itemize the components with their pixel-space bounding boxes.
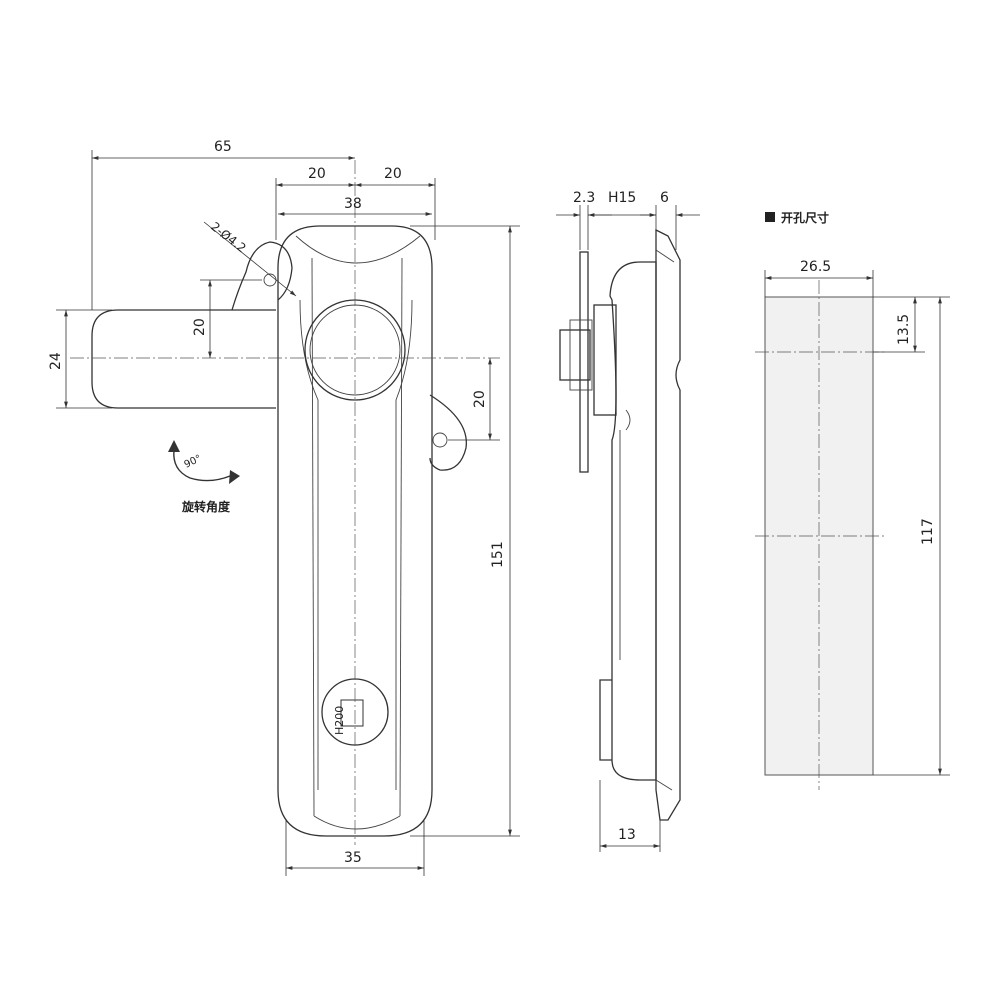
dim-bar-height: 24 [48, 352, 64, 370]
handle-top-cap [295, 235, 421, 264]
handle-inner-left [311, 257, 315, 817]
dim-left-half: 20 [308, 166, 326, 182]
handle-body [277, 225, 433, 837]
dim-lower-hole-offset: 20 [472, 390, 488, 408]
dim-pivot-offset: 20 [192, 318, 208, 336]
side-view: 2.3 H15 6 13 [556, 190, 700, 852]
dim-cutout-width: 26.5 [800, 259, 831, 275]
keyway [340, 699, 364, 727]
side-body [599, 261, 657, 781]
rotation-angle: 90° [183, 453, 204, 470]
lower-mount-hole [432, 432, 448, 448]
side-stem [559, 329, 591, 381]
side-cap [655, 228, 681, 821]
handle-bevel-left [299, 299, 319, 790]
rotation-caption: 旋转角度 [181, 499, 231, 514]
dim-plate-thickness: 2.3 [573, 190, 595, 206]
cutout-legend-square [765, 212, 775, 222]
handle-bevel-right [395, 299, 413, 790]
side-stem-inner [569, 319, 593, 391]
rotation-arrow [173, 449, 231, 482]
side-plate [579, 251, 589, 473]
dim-body-bottom-width: 35 [344, 850, 362, 866]
side-spacer [593, 304, 617, 416]
upper-mount-hole [263, 273, 277, 287]
cutout-title: 开孔尺寸 [781, 210, 829, 225]
latch-arm [91, 309, 276, 409]
dim-overall-width: 65 [214, 139, 232, 155]
dim-mounting-depth: H15 [608, 190, 636, 206]
dim-cutout-top-offset: 13.5 [896, 314, 912, 345]
handle-bottom-curve [313, 815, 401, 830]
cutout-view: 开孔尺寸 26.5 13.5 117 [755, 210, 950, 790]
upper-lug [231, 241, 293, 311]
dim-cap-thickness: 6 [660, 190, 669, 206]
lower-lug [429, 394, 467, 471]
front-view: H200 65 20 20 38 2-Ø4.2 20 24 20 [48, 139, 520, 876]
dim-cutout-height: 117 [920, 518, 936, 545]
handle-inner-right [399, 257, 403, 817]
lock-marking: H200 [333, 706, 346, 735]
dim-body-top-width: 38 [344, 196, 362, 212]
dim-right-half: 20 [384, 166, 402, 182]
dim-hole-spec: 2-Ø4.2 [208, 219, 249, 255]
dim-total-height: 151 [490, 541, 506, 568]
dim-bottom-depth: 13 [618, 827, 636, 843]
